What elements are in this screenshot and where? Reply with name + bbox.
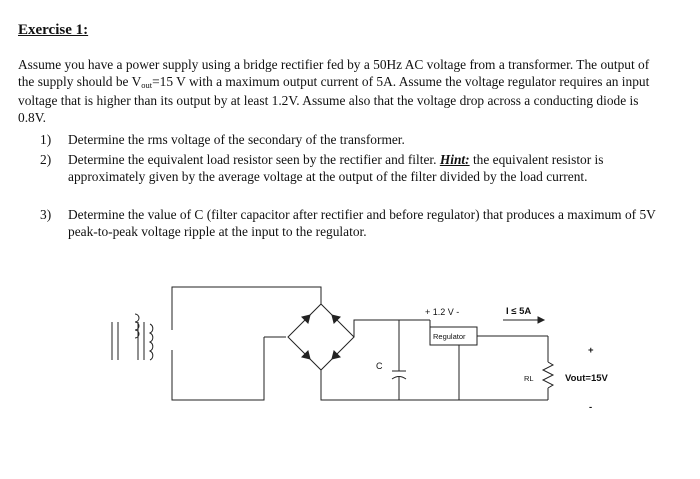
transformer-secondary <box>137 322 154 361</box>
current-label: I ≤ 5A <box>506 306 531 317</box>
exercise-title: Exercise 1: <box>18 22 89 38</box>
transformer-primary <box>111 313 140 360</box>
intro-part1: Assume you have a power supply using a b… <box>18 57 650 89</box>
wire-bottom-feed <box>171 337 265 401</box>
bridge-rectifier <box>287 303 355 371</box>
question-number: 1) <box>40 132 52 147</box>
output-minus-sign: - <box>589 402 592 413</box>
load-label: RL <box>524 374 534 383</box>
question-text-before: Determine the equivalent load resistor s… <box>68 152 440 167</box>
regulator-label: Regulator <box>433 332 466 341</box>
intro-part2: =15 V with a maximum output current of 5… <box>18 73 650 125</box>
wire-top-feed <box>171 286 322 330</box>
capacitor-label: C <box>376 361 383 371</box>
question-number: 3) <box>40 207 52 222</box>
question-number: 2) <box>40 152 52 167</box>
question-text: Determine the value of C (filter capacit… <box>68 207 656 239</box>
filter-capacitor <box>391 320 407 400</box>
regulator-drop-label: + 1.2 V - <box>425 307 459 317</box>
output-plus-sign: + <box>588 345 594 356</box>
question-text: Determine the rms voltage of the seconda… <box>68 132 405 147</box>
intro-subscript: out <box>141 79 153 90</box>
wire-ground-rail <box>320 370 459 401</box>
hint-label: Hint: <box>439 152 470 167</box>
output-voltage-label: Vout=15V <box>565 373 609 384</box>
question-text-after: the equivalent resistor is approximately… <box>68 152 604 184</box>
load-resistor <box>541 336 555 400</box>
question-text: Determine the equivalent load resistor s… <box>68 152 668 185</box>
wire-positive-rail <box>353 319 430 337</box>
exercise-intro: Assume you have a power supply using a b… <box>18 57 666 126</box>
